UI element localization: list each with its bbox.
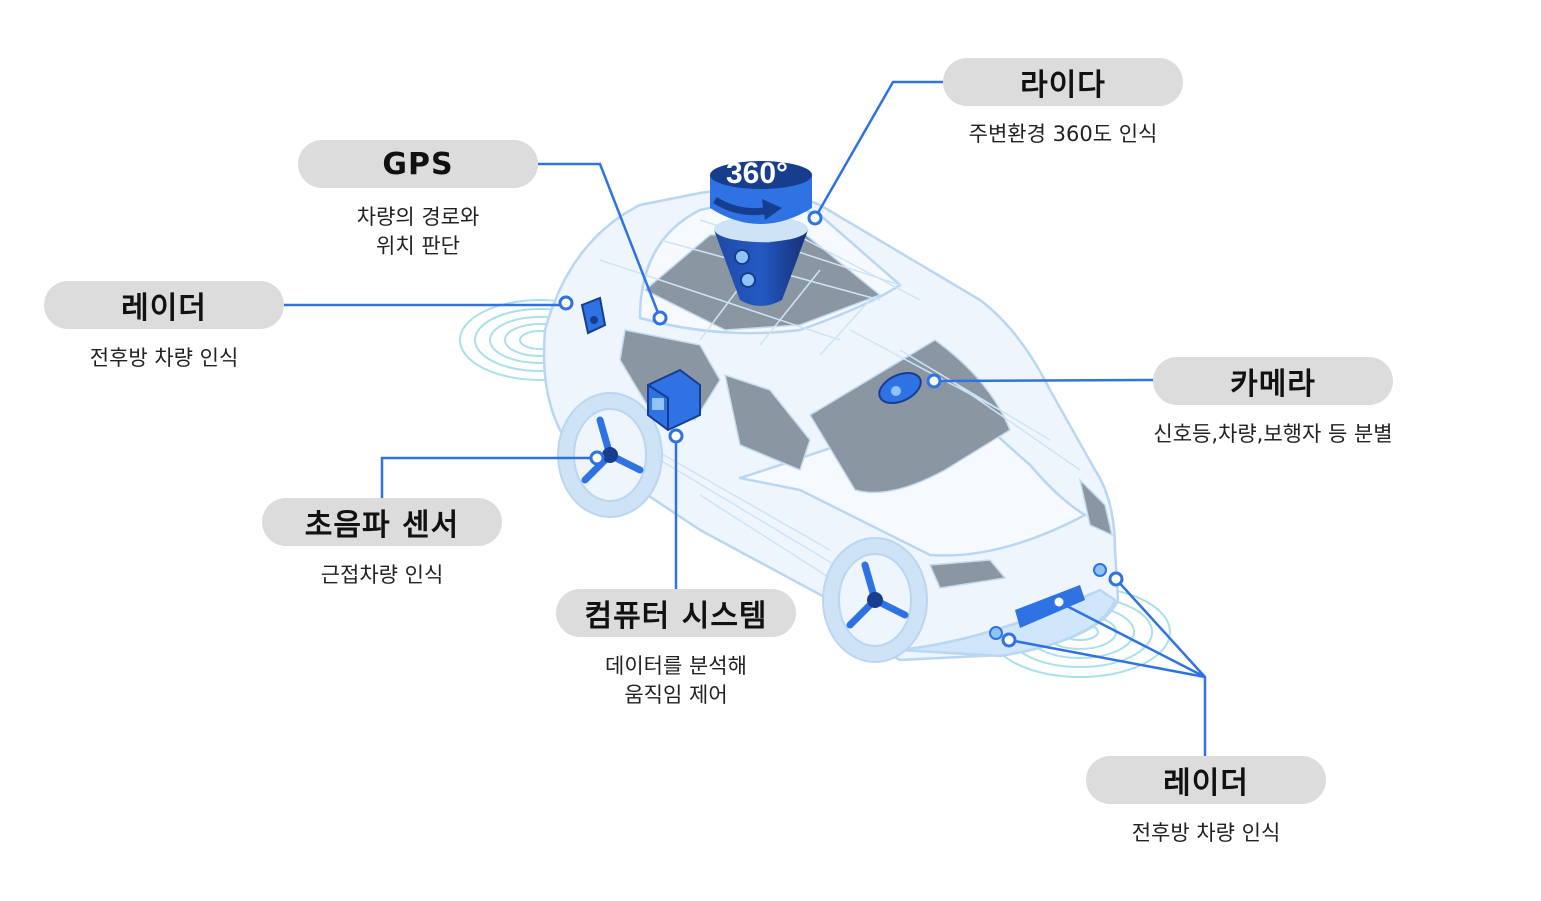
lidar-unit: [710, 161, 812, 306]
radar-right-callout-branch-1: [1058, 600, 1206, 679]
computer-system-label: 컴퓨터 시스템: [556, 589, 796, 637]
camera-label: 카메라: [1153, 357, 1393, 405]
radar-right-label: 레이더: [1086, 756, 1326, 804]
rear-wheel: [557, 392, 663, 518]
windshield-camera: [878, 371, 922, 405]
callout-dots: [558, 210, 1124, 648]
lidar-360-badge: 360°: [726, 157, 788, 190]
front-wheel: [822, 537, 928, 663]
ultrasonic-sensor-label: 초음파 센서: [262, 498, 502, 546]
lidar-callout-line: [813, 80, 943, 219]
camera-description: 신호등,차량,보행자 등 분별: [1153, 422, 1393, 446]
gps-label: GPS: [298, 140, 538, 188]
radar-right-callout-branch-2: [1008, 638, 1206, 679]
lidar-label: 라이다: [943, 58, 1183, 106]
gps-description: 차량의 경로와 위치 판단: [356, 205, 480, 258]
ultrasonic-callout-line: [380, 456, 597, 498]
rear-radar-sensor: [580, 296, 607, 335]
computer-system-description: 데이터를 분석해 움직임 제어: [605, 654, 747, 707]
computer-box: [647, 368, 701, 432]
radar-left-label: 레이더: [44, 281, 284, 329]
radar-left-description: 전후방 차량 인식: [89, 346, 239, 370]
callout-lines: [284, 80, 1207, 756]
front-bumper-sensors: [989, 563, 1107, 640]
ultrasonic-sensor-description: 근접차량 인식: [320, 563, 444, 587]
camera-callout-line: [933, 378, 1154, 383]
radar-right-description: 전후방 차량 인식: [1131, 821, 1281, 845]
gps-callout-line: [538, 162, 662, 319]
lidar-description: 주변환경 360도 인식: [968, 122, 1158, 146]
